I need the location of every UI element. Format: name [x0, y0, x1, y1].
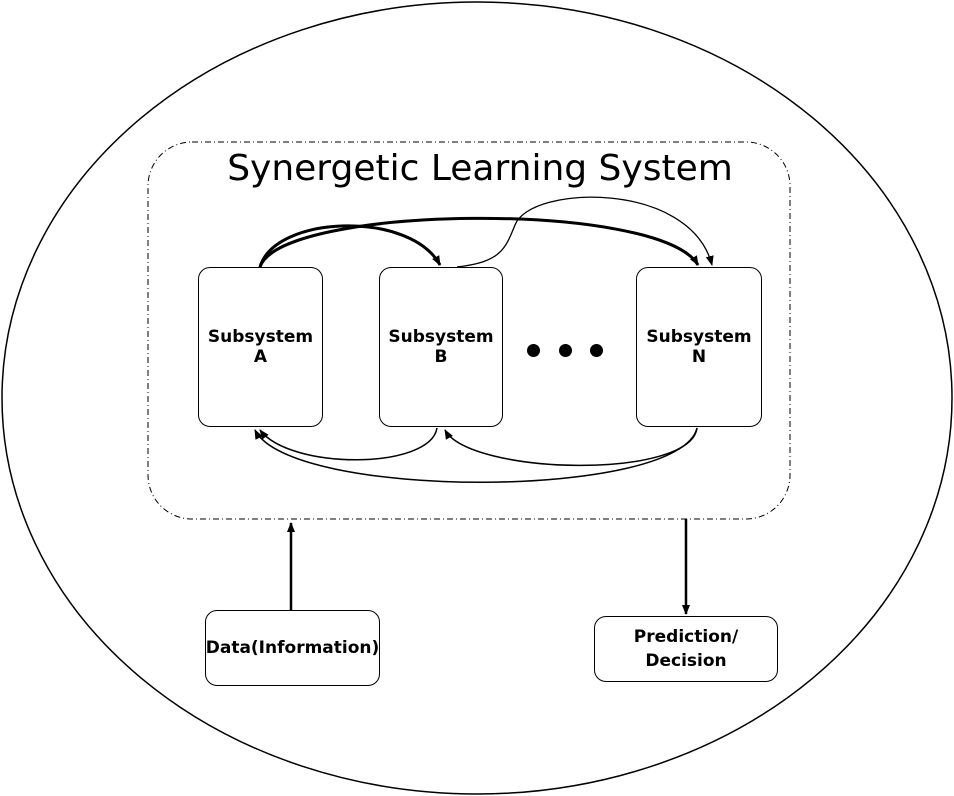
arrow-a-to-n: [258, 216, 700, 268]
data-input-label: Data(Information): [205, 638, 380, 658]
subsystem-b-box: Subsystem B: [379, 267, 503, 427]
dot: [527, 343, 540, 357]
diagram-title: Synergetic Learning System: [227, 148, 733, 189]
arrow-b-to-n: [456, 196, 714, 268]
arrow-n-to-a: [254, 427, 698, 483]
ellipsis-dots: [527, 343, 603, 357]
prediction-label-line1: Prediction/: [633, 627, 739, 647]
data-input-box: Data(Information): [205, 610, 380, 686]
subsystem-a-label: Subsystem A: [207, 327, 314, 367]
subsystem-n-label: Subsystem N: [646, 327, 752, 367]
arrow-a-to-b: [258, 224, 442, 268]
dot: [558, 343, 572, 357]
subsystem-n-box: Subsystem N: [636, 267, 762, 427]
system-boundary: [147, 141, 791, 520]
subsystem-b-label: Subsystem B: [388, 327, 494, 367]
subsystem-a-box: Subsystem A: [198, 267, 323, 427]
arrow-n-to-b: [444, 427, 698, 467]
prediction-output-box: Prediction/ Decision: [594, 616, 778, 682]
prediction-label-line2: Decision: [645, 651, 727, 671]
arrow-b-to-a: [259, 427, 438, 461]
dot: [590, 343, 603, 357]
